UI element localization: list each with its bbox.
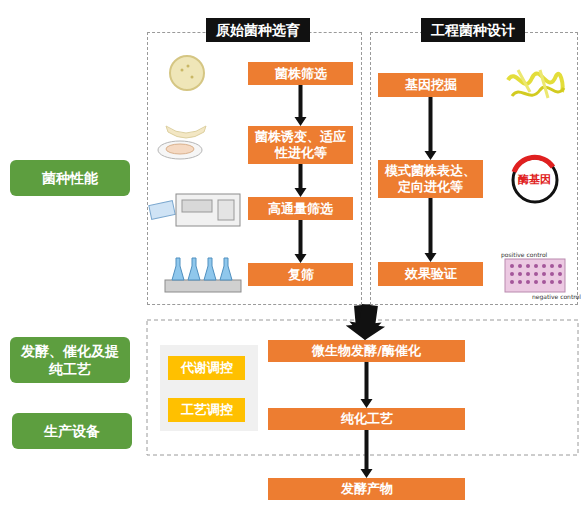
flask-icon xyxy=(204,258,216,280)
enzyme-ribbon xyxy=(518,70,548,98)
enzyme-ribbon xyxy=(512,87,564,96)
category-label: 发酵、催化及提纯工艺 xyxy=(10,337,130,383)
crescent-icon xyxy=(166,126,206,138)
process-box: 效果验证 xyxy=(378,262,483,286)
group-panel: 工程菌种设计基因挖掘模式菌株表达、定向进化等效果验证 xyxy=(370,32,578,305)
flow-arrow xyxy=(295,220,307,263)
plasmid-ring xyxy=(513,158,557,202)
instrument-icon xyxy=(176,194,240,226)
box-text: 菌株筛选 xyxy=(275,66,327,82)
assay-plate xyxy=(505,259,565,292)
instrument-window xyxy=(182,200,212,212)
group-panel: 原始菌种选育菌株筛选菌株诱变、适应性进化等高通量筛选复筛 xyxy=(147,32,362,305)
flow-arrow xyxy=(295,164,307,197)
annotation-label: negative control xyxy=(532,293,581,301)
box-text: 基因挖掘 xyxy=(405,77,457,93)
box-text: 代谢调控 xyxy=(181,360,233,376)
flask-icon xyxy=(220,258,232,280)
merge-arrow xyxy=(349,304,385,340)
flow-arrow xyxy=(361,362,373,408)
assay-wells xyxy=(510,264,562,284)
process-panel xyxy=(147,320,578,455)
box-text: 工艺调控 xyxy=(181,402,233,418)
box-text: 生产设备 xyxy=(44,422,100,440)
box-text: 菌种性能 xyxy=(42,169,98,187)
process-box: 菌株筛选 xyxy=(248,62,353,85)
shaker-base xyxy=(165,280,241,292)
control-box: 工艺调控 xyxy=(168,398,245,422)
flask-icon xyxy=(188,258,200,280)
flow-arrow xyxy=(295,85,307,126)
panel-heading: 原始菌种选育 xyxy=(206,18,310,42)
annotation-label: 酶基因 xyxy=(518,173,551,186)
flow-arrow xyxy=(361,430,373,478)
enzyme-ribbon xyxy=(508,74,563,92)
process-box: 高通量筛选 xyxy=(248,197,353,220)
petri-dish-icon xyxy=(170,56,204,90)
process-box: 微生物发酵/酶催化 xyxy=(268,340,465,362)
box-text: 菌株诱变、适应性进化等 xyxy=(252,129,349,161)
process-box: 模式菌株表达、定向进化等 xyxy=(378,160,483,198)
control-box: 代谢调控 xyxy=(168,356,245,380)
colony-dot xyxy=(181,69,184,72)
category-label: 生产设备 xyxy=(12,413,132,449)
gene-arc xyxy=(514,157,553,172)
category-label: 菌种性能 xyxy=(10,160,130,196)
control-group-box xyxy=(160,345,258,431)
flow-arrow xyxy=(425,198,437,262)
dish-icon xyxy=(158,141,202,159)
colony-dot xyxy=(191,76,194,79)
instrument-panel xyxy=(218,200,234,220)
box-text: 效果验证 xyxy=(405,266,457,282)
box-text: 高通量筛选 xyxy=(268,201,333,217)
box-text: 纯化工艺 xyxy=(341,411,393,427)
process-box: 复筛 xyxy=(248,263,353,286)
process-box: 发酵产物 xyxy=(268,478,465,500)
box-text: 模式菌株表达、定向进化等 xyxy=(382,163,479,195)
annotation-label: positive control xyxy=(501,251,547,259)
merge-arrow xyxy=(346,304,382,340)
process-box: 基因挖掘 xyxy=(378,73,483,97)
flask-icon xyxy=(172,258,184,280)
colony-dot xyxy=(187,65,190,68)
plate-tray-icon xyxy=(149,201,175,220)
box-text: 发酵、催化及提纯工艺 xyxy=(18,342,122,378)
flow-arrow xyxy=(425,97,437,160)
dish-culture xyxy=(166,144,194,154)
box-text: 复筛 xyxy=(288,267,314,283)
box-text: 微生物发酵/酶催化 xyxy=(312,343,421,359)
box-text: 发酵产物 xyxy=(341,481,393,497)
panel-heading: 工程菌种设计 xyxy=(421,18,525,42)
process-box: 菌株诱变、适应性进化等 xyxy=(248,126,353,164)
process-box: 纯化工艺 xyxy=(268,408,465,430)
